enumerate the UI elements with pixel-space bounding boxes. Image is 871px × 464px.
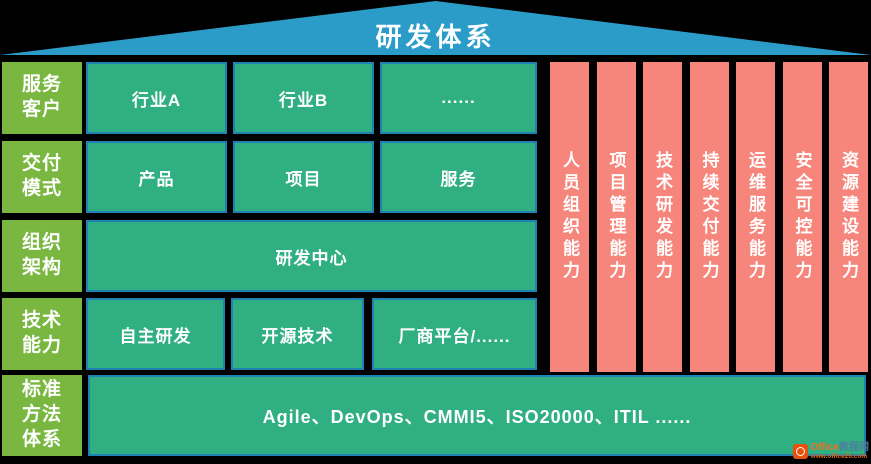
row-label-methodology: 标准 方法 体系 xyxy=(2,375,82,456)
box-vendor-platform: 厂商平台/...... xyxy=(372,298,537,370)
office-logo-icon xyxy=(792,443,808,459)
pillar-continuous-delivery: 持续交付能力 xyxy=(689,62,729,372)
pillar-resource-building: 资源建设能力 xyxy=(829,62,868,372)
pillar-label: 资源建设能力 xyxy=(839,151,858,283)
row-label-delivery-modes: 交付 模式 xyxy=(2,141,82,213)
watermark-url: www.office26.com xyxy=(810,452,868,460)
pillar-personnel-org: 人员组织能力 xyxy=(550,62,589,372)
watermark-brand-en: Office xyxy=(810,441,839,453)
pillar-label: 运维服务能力 xyxy=(746,151,765,283)
watermark: Office教程网 www.office26.com xyxy=(792,441,869,461)
pillar-project-mgmt: 项目管理能力 xyxy=(596,62,636,372)
box-product: 产品 xyxy=(86,141,227,213)
box-methodologies: Agile、DevOps、CMMI5、ISO20000、ITIL ...... xyxy=(88,375,866,456)
box-industry-a: 行业A xyxy=(86,62,227,134)
pillar-tech-rd: 技术研发能力 xyxy=(643,62,682,372)
box-rd-center: 研发中心 xyxy=(86,220,537,292)
box-service: 服务 xyxy=(380,141,537,213)
row-label-tech-capability: 技术 能力 xyxy=(2,298,82,370)
pillar-label: 持续交付能力 xyxy=(699,151,719,283)
box-open-source: 开源技术 xyxy=(231,298,364,370)
watermark-brand: Office教程网 xyxy=(810,441,869,453)
row-label-org-structure: 组织 架构 xyxy=(2,220,82,292)
box-industry-etc: ...... xyxy=(380,62,537,134)
pillar-ops-service: 运维服务能力 xyxy=(736,62,775,372)
box-industry-b: 行业B xyxy=(233,62,374,134)
capability-pillars: 人员组织能力 项目管理能力 技术研发能力 持续交付能力 运维服务能力 安全可控能… xyxy=(550,62,868,372)
box-inhouse-rd: 自主研发 xyxy=(86,298,225,370)
row-label-serve-customers: 服务 客户 xyxy=(2,62,82,134)
watermark-brand-cn: 教程网 xyxy=(839,441,869,453)
pillar-label: 项目管理能力 xyxy=(606,151,626,283)
diagram-title: 研发体系 xyxy=(375,22,496,52)
pillar-label: 人员组织能力 xyxy=(560,151,579,283)
pillar-label: 技术研发能力 xyxy=(653,151,672,283)
pillar-security: 安全可控能力 xyxy=(782,62,822,372)
pillar-label: 安全可控能力 xyxy=(792,151,812,283)
box-project: 项目 xyxy=(233,141,374,213)
watermark-text: Office教程网 www.office26.com xyxy=(810,441,869,461)
